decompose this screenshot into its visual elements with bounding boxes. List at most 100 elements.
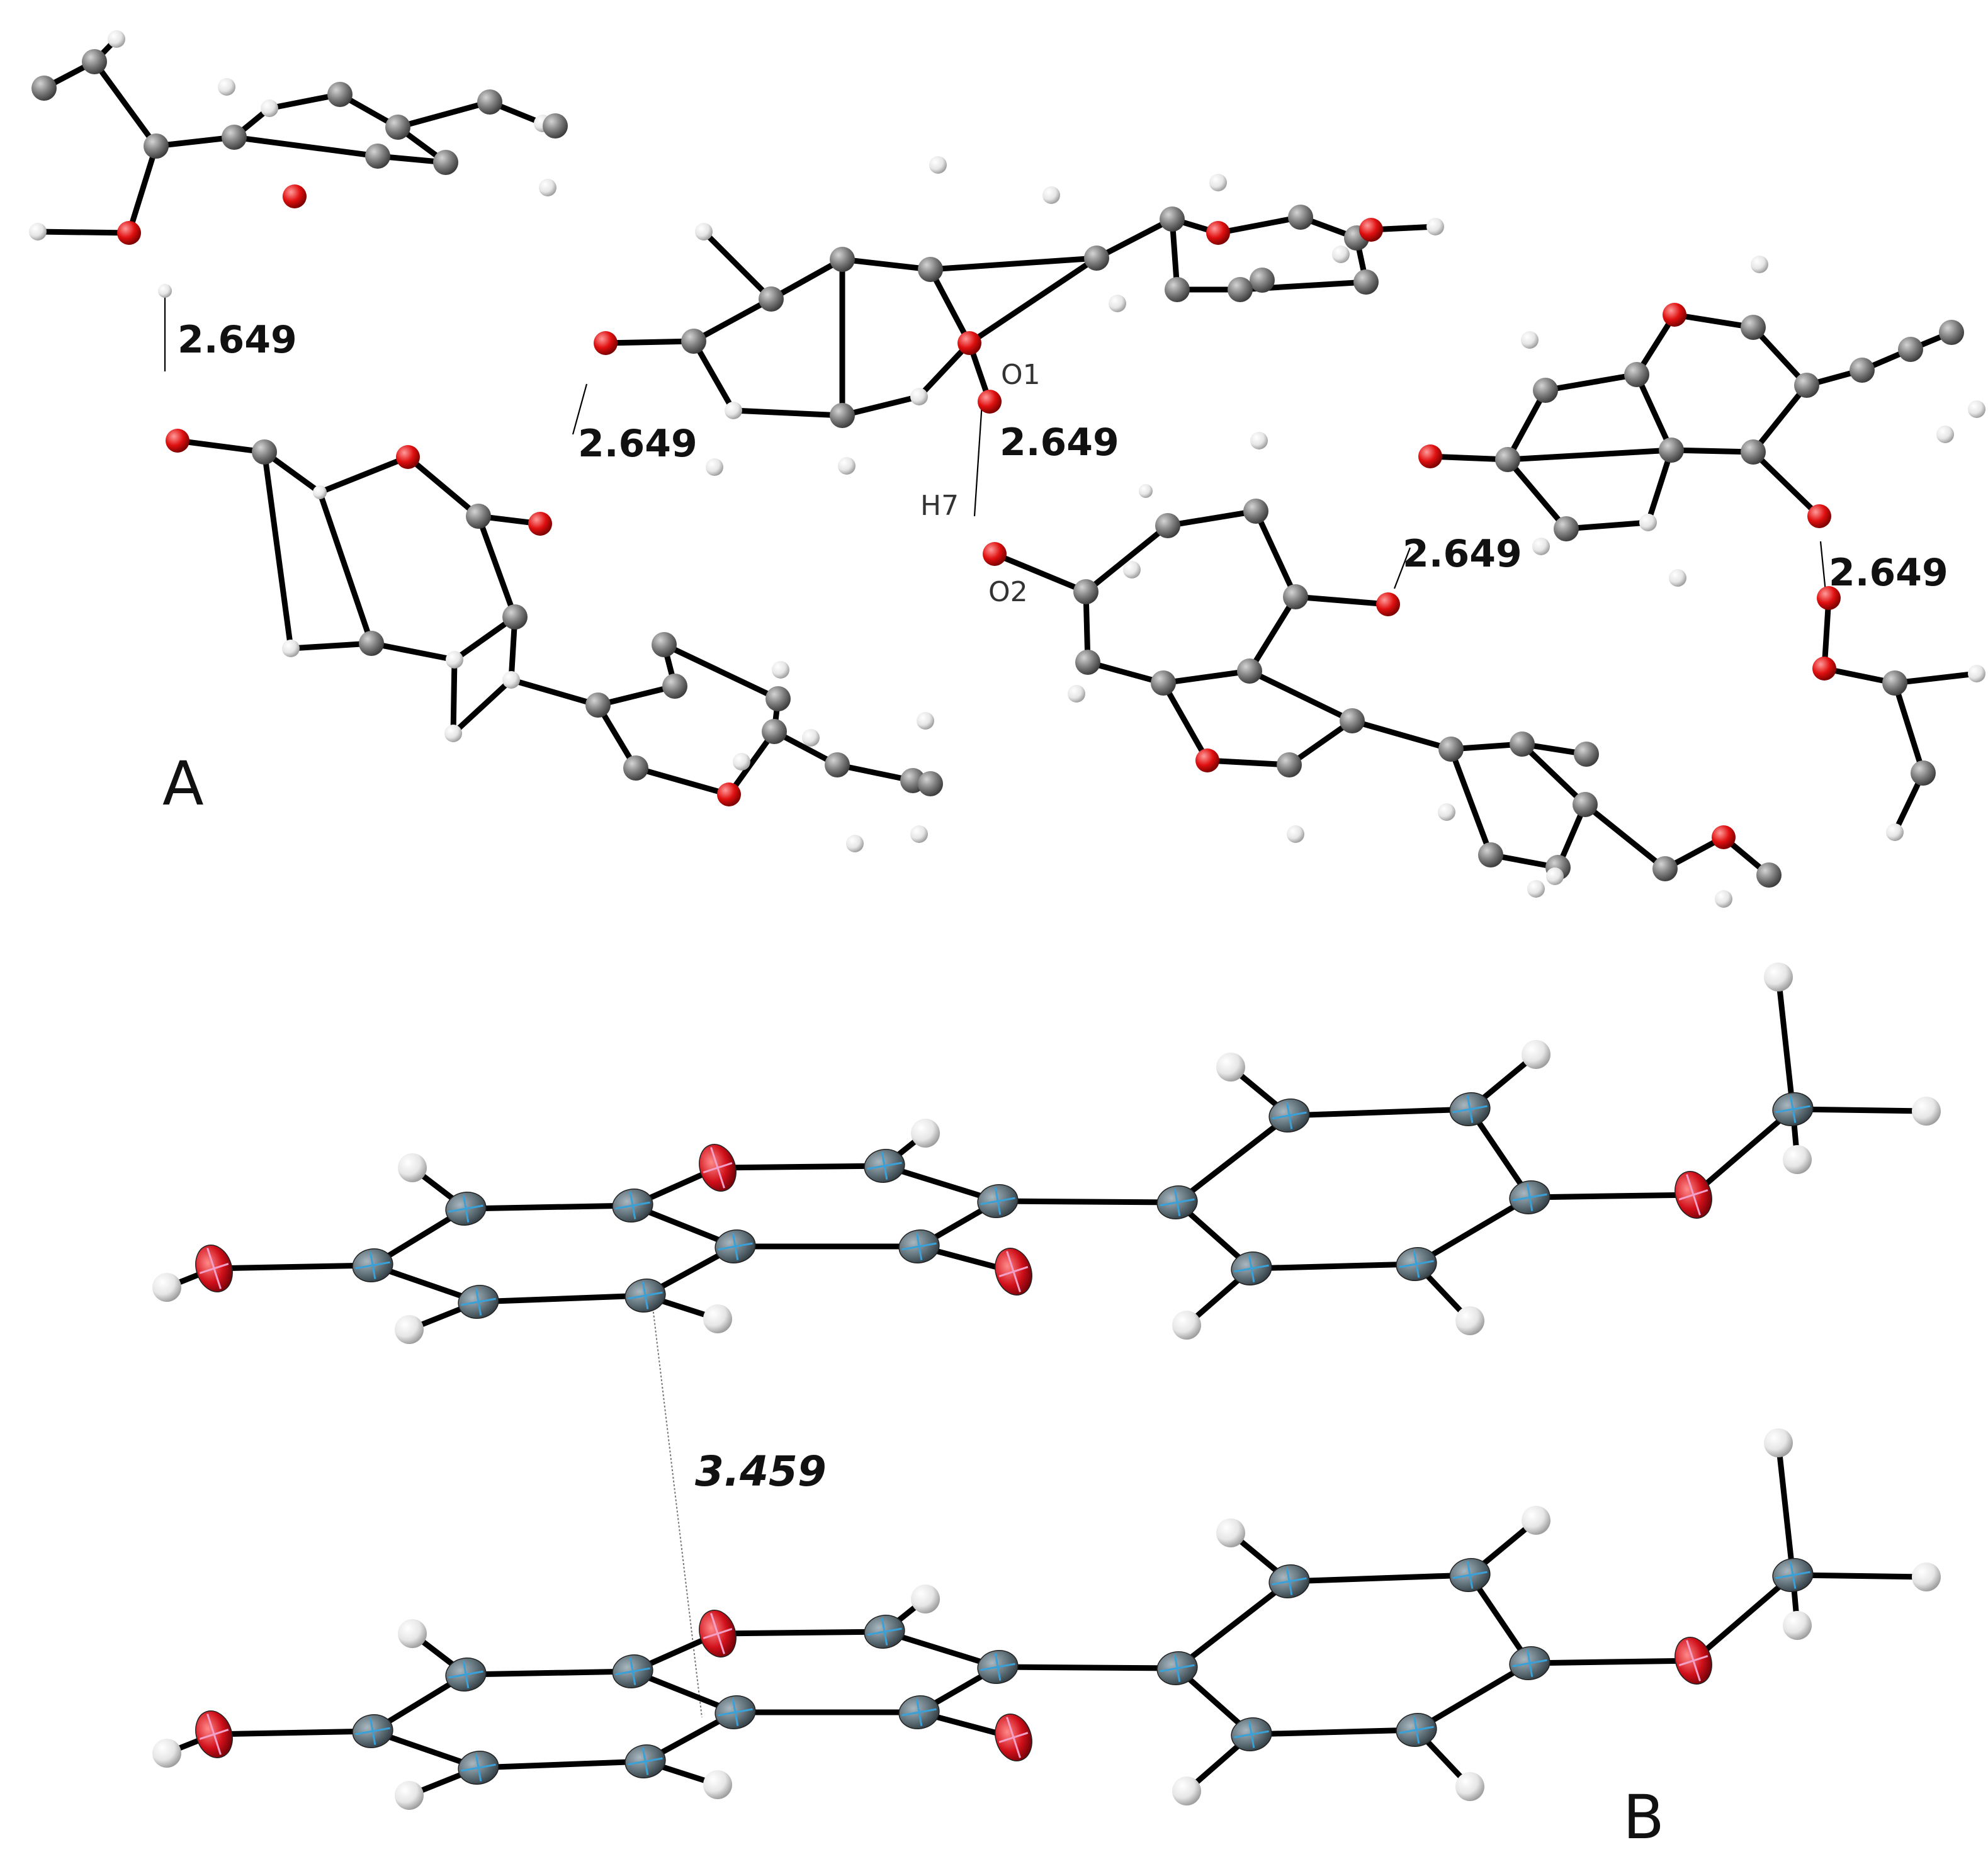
covalent-bond <box>1505 456 1569 532</box>
hydrogen-bond-line <box>572 383 588 435</box>
carbon-atom <box>1939 320 1964 345</box>
hydrogen-atom <box>1527 880 1545 898</box>
oxygen-atom <box>1376 592 1400 616</box>
ellipsoid-axis <box>710 1613 725 1654</box>
carbon-atom <box>759 286 784 312</box>
hydrogen-atom <box>1522 1040 1550 1069</box>
hydrogen-atom <box>158 284 172 298</box>
covalent-bond <box>1542 371 1640 393</box>
covalent-bond <box>288 640 375 652</box>
carbon-ellipsoid <box>1268 1564 1310 1598</box>
carbon-ellipsoid <box>624 1744 666 1778</box>
ellipsoid-axis <box>462 1661 470 1688</box>
carbon-atom <box>1741 315 1766 340</box>
oxygen-ellipsoid <box>995 1714 1032 1761</box>
covalent-bond <box>463 1202 636 1212</box>
covalent-bond <box>714 1163 888 1171</box>
carbon-ellipsoid <box>714 1229 756 1263</box>
hydrogen-atom <box>703 1770 732 1799</box>
carbon-atom <box>327 82 353 107</box>
covalent-bond <box>1413 1660 1533 1733</box>
covalent-bond <box>475 1758 648 1771</box>
covalent-bond <box>1253 508 1299 600</box>
covalent-bond <box>1246 594 1299 674</box>
covalent-bond <box>602 338 697 346</box>
panel-b-pi-stacking <box>152 963 1941 1810</box>
oxygen-ellipsoid <box>195 1710 233 1758</box>
carbon-atom <box>652 632 677 657</box>
carbon-atom <box>1288 205 1313 230</box>
hydrogen-atom <box>802 729 820 747</box>
covalent-bond <box>1790 1106 1929 1114</box>
hydrogen-atom <box>911 1584 940 1613</box>
carbon-atom <box>1495 447 1520 472</box>
covalent-bond <box>1668 447 1756 455</box>
oxygen-atom <box>396 445 420 469</box>
carbon-ellipsoid <box>1396 1713 1437 1747</box>
hydrogen-atom <box>1109 295 1126 312</box>
ellipsoid-axis <box>1248 1255 1255 1282</box>
hydrogen-atom <box>1216 1053 1245 1082</box>
oxygen-atom <box>1418 444 1442 468</box>
carbon-atom <box>1898 337 1923 362</box>
covalent-bond <box>317 454 411 495</box>
covalent-bond <box>231 134 381 159</box>
covalent-bond <box>595 683 678 708</box>
carbon-atom <box>1075 650 1100 675</box>
carbon-atom <box>830 403 855 428</box>
ellipsoid-axis <box>1686 1174 1701 1216</box>
ellipsoid-axis <box>881 1618 888 1646</box>
hydrogen-atom <box>1426 218 1444 235</box>
carbon-ellipsoid <box>612 1189 653 1223</box>
carbon-ellipsoid <box>1509 1646 1550 1680</box>
carbon-atom <box>1911 760 1936 786</box>
carbon-atom <box>1237 658 1262 684</box>
ellipsoid-axis <box>1526 1183 1533 1211</box>
carbon-ellipsoid <box>612 1654 653 1688</box>
covalent-bond <box>395 99 493 130</box>
hydrogen-atom <box>1042 186 1060 204</box>
covalent-bond <box>881 1629 1001 1670</box>
covalent-bond <box>211 1728 376 1737</box>
covalent-bond <box>1349 718 1454 752</box>
carbon-atom <box>1756 862 1782 888</box>
ellipsoid-axis <box>1006 1717 1021 1758</box>
carbon-ellipsoid <box>977 1650 1019 1684</box>
carbon-ellipsoid <box>898 1695 940 1729</box>
hydrogen-atom <box>703 1304 732 1333</box>
carbon-atom <box>830 247 855 272</box>
carbon-ellipsoid <box>1449 1558 1491 1592</box>
hydrogen-atom <box>772 661 789 679</box>
covalent-bond <box>450 657 458 737</box>
hydrogen-atom <box>1639 514 1657 531</box>
hydrogen-atom <box>1455 1772 1484 1801</box>
carbon-atom <box>31 76 57 101</box>
oxygen-atom <box>1807 504 1831 528</box>
carbon-atom <box>762 719 787 744</box>
covalent-bond <box>211 1262 376 1272</box>
covalent-bond <box>1527 1192 1697 1200</box>
carbon-atom <box>662 674 687 699</box>
hydrogen-atom <box>1455 1306 1484 1335</box>
carbon-atom <box>1882 670 1907 696</box>
ellipsoid-axis <box>1173 1189 1181 1216</box>
carbon-ellipsoid <box>1772 1558 1814 1592</box>
covalent-bond <box>995 1198 1180 1206</box>
covalent-bond <box>1174 1112 1292 1206</box>
covalent-bond <box>927 255 1100 273</box>
hydrogen-atom <box>1751 256 1768 273</box>
carbon-atom <box>765 686 791 711</box>
carbon-atom <box>1165 277 1190 302</box>
carbon-atom <box>1478 842 1503 867</box>
carbon-ellipsoid <box>1396 1247 1437 1281</box>
covalent-bond <box>1505 447 1675 463</box>
oxygen-ellipsoid <box>699 1144 737 1192</box>
hydrogen-atom <box>1715 890 1732 908</box>
carbon-atom <box>1624 362 1649 387</box>
oxygen-atom <box>1206 221 1230 245</box>
hydrogen-atom <box>838 457 856 475</box>
ellipsoid-axis <box>1526 1649 1533 1677</box>
ellipsoid-axis <box>462 1195 470 1223</box>
carbon-atom <box>1741 439 1766 465</box>
hydrogen-atom <box>1783 1611 1812 1640</box>
